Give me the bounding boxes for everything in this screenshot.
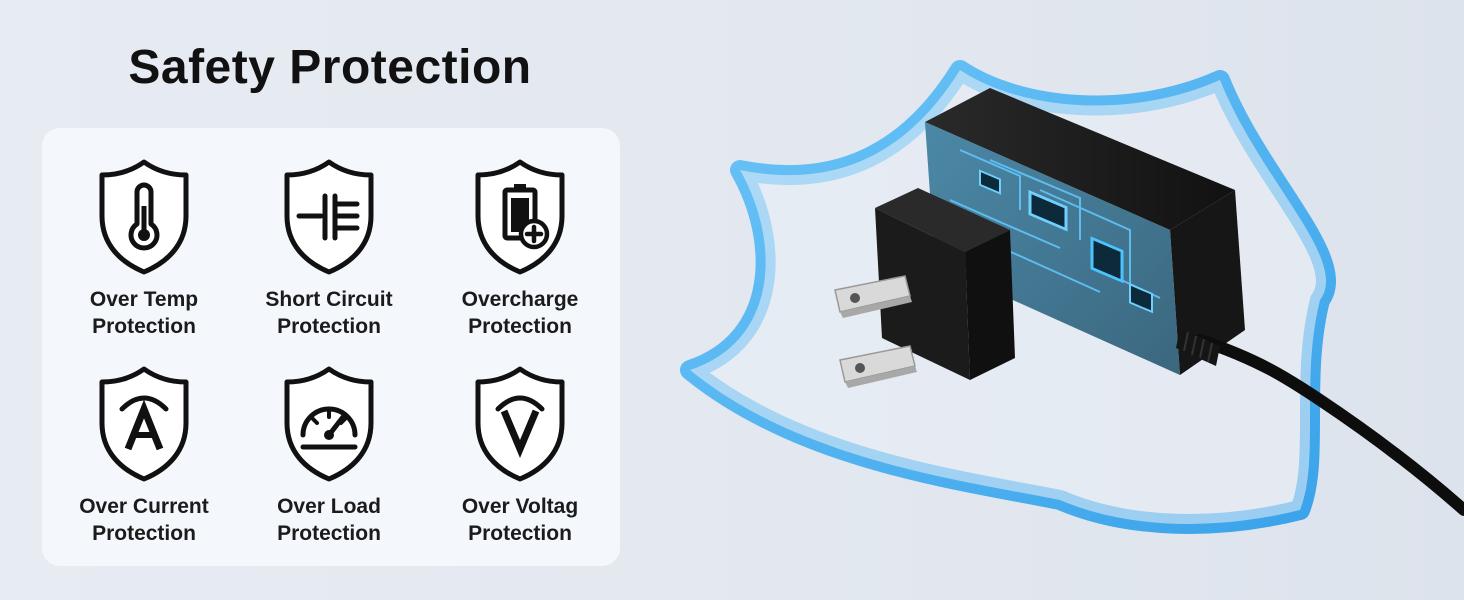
feature-label: Over Current Protection [79, 495, 209, 545]
adapter-illustration [660, 40, 1464, 580]
feature-label: Over Load Protection [277, 495, 381, 545]
volt-shield-icon [474, 365, 566, 483]
feature-label: Over Voltag Protection [461, 495, 579, 545]
capacitor-shield-icon [283, 158, 375, 276]
feature-over-load: Over Load Protection [234, 365, 424, 565]
feature-label: Short Circuit Protection [265, 288, 393, 338]
ampere-shield-icon [98, 365, 190, 483]
feature-label: Over Temp Protection [89, 288, 199, 338]
feature-short-circuit: Short Circuit Protection [234, 158, 424, 358]
battery-plus-shield-icon [474, 158, 566, 276]
feature-over-voltage: Over Voltag Protection [425, 365, 615, 565]
feature-over-temp: Over Temp Protection [49, 158, 239, 358]
gauge-shield-icon [283, 365, 375, 483]
feature-label: Overcharge Protection [461, 288, 579, 338]
feature-over-current: Over Current Protection [49, 365, 239, 565]
thermometer-shield-icon [98, 158, 190, 276]
page-title: Safety Protection [128, 41, 532, 94]
feature-overcharge: Overcharge Protection [425, 158, 615, 358]
